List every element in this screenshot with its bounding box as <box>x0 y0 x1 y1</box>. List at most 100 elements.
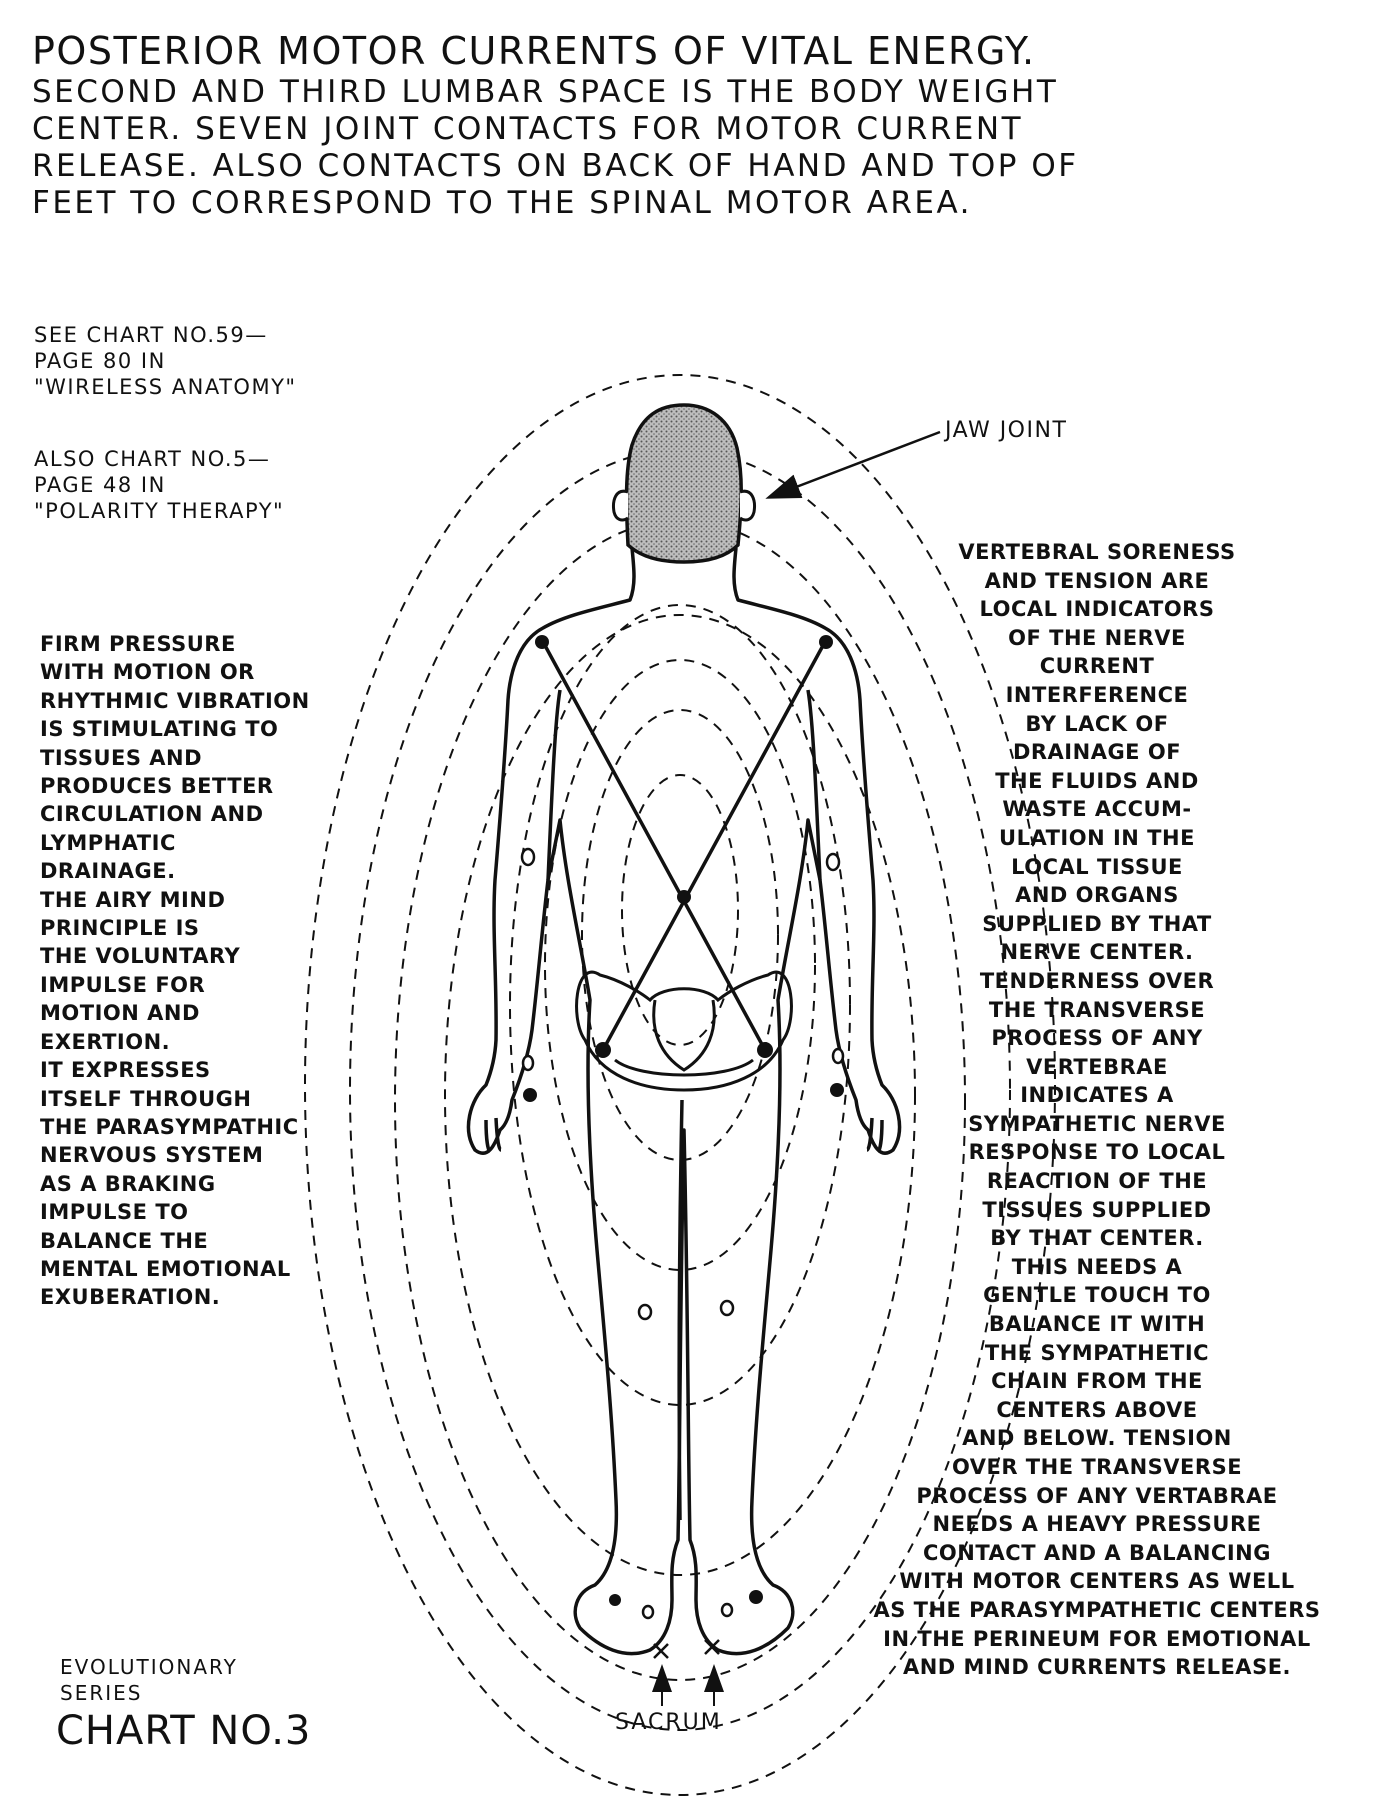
left-text-line: WITH MOTION OR <box>40 660 255 685</box>
left-ankle-point <box>641 1604 655 1620</box>
header-line-4: FEET TO CORRESPOND TO THE SPINAL MOTOR A… <box>32 185 973 221</box>
right-text-line: INDICATES A <box>1020 1083 1174 1108</box>
right-text-line: INTERFERENCE <box>1005 682 1189 707</box>
inner-field-ring <box>509 604 851 1406</box>
right-text-line: CONTACT AND A BALANCING <box>923 1540 1271 1565</box>
right-foot-contact <box>749 1590 763 1604</box>
left-text-line: EXERTION. <box>40 1029 171 1054</box>
left-shoulder-contact <box>535 635 549 649</box>
pelvis <box>575 970 793 1092</box>
right-text-line: THE FLUIDS AND <box>995 768 1199 793</box>
left-text-line: NERVOUS SYSTEM <box>40 1143 264 1168</box>
right-text-line: CENTERS ABOVE <box>996 1397 1198 1422</box>
inner-field-ring <box>544 659 816 1271</box>
sacrum-arrows <box>652 1664 724 1706</box>
right-shoulder-contact <box>819 635 833 649</box>
right-text-line: GENTLE TOUCH TO <box>983 1283 1211 1308</box>
inner-field-ring <box>621 774 739 1046</box>
right-text-line: WITH MOTOR CENTERS AS WELL <box>899 1569 1295 1594</box>
left-text-line: EXUBERATION. <box>40 1285 221 1310</box>
reference-wireless-anatomy: SEE CHART NO.59— PAGE 80 IN "WIRELESS AN… <box>34 322 297 400</box>
sacrum-bone <box>652 999 716 1072</box>
right-hand-contact <box>830 1083 844 1097</box>
left-elbow-point <box>520 847 536 867</box>
right-text-line: SUPPLIED BY THAT <box>982 911 1212 936</box>
right-elbow-point <box>825 852 841 872</box>
right-text-line: CURRENT <box>1039 654 1155 679</box>
jaw-joint-arrow <box>765 430 941 499</box>
left-text-line: MOTION AND <box>40 1001 200 1026</box>
motor-currents <box>540 639 828 1051</box>
left-text-line: DRAINAGE. <box>40 859 176 884</box>
right-text-line: TISSUES SUPPLIED <box>982 1197 1212 1222</box>
right-text-line: VERTEBRAL SORENESS <box>958 540 1236 564</box>
left-wrist-point <box>521 1054 535 1072</box>
right-text-line: IN THE PERINEUM FOR EMOTIONAL <box>883 1626 1311 1651</box>
left-text-line: RHYTHMIC VIBRATION <box>40 688 310 713</box>
reference-line: SEE CHART NO.59— <box>34 323 268 347</box>
pubic-line <box>614 1058 754 1077</box>
left-text-line: THE VOLUNTARY <box>40 944 241 969</box>
series-line: EVOLUTIONARY <box>60 1655 238 1679</box>
right-text-line: AND TENSION ARE <box>984 568 1210 593</box>
series-label: EVOLUTIONARY SERIES <box>60 1654 238 1706</box>
right-text-line: VERTEBRAE <box>1026 1054 1168 1079</box>
motor-current-line-left-to-right <box>540 639 767 1051</box>
left-finger-lines <box>484 1117 502 1154</box>
right-text-line: OVER THE TRANSVERSE <box>951 1455 1243 1479</box>
left-text-line: PRINCIPLE IS <box>40 916 200 941</box>
right-text-line: AS THE PARASYMPATHETIC CENTERS <box>873 1597 1321 1622</box>
left-armpit-line <box>546 689 562 881</box>
right-ankle-point <box>720 1602 734 1618</box>
left-hand-contact <box>523 1088 537 1102</box>
right-text-line: THIS NEEDS A <box>1011 1254 1183 1279</box>
chart-number: CHART NO.3 <box>56 1708 312 1754</box>
left-text-line: IT EXPRESSES <box>40 1058 211 1083</box>
outer-field-ring <box>304 374 1056 1796</box>
left-heel-cross <box>653 1643 669 1659</box>
left-text-line: FIRM PRESSURE <box>40 632 236 656</box>
heel-contacts <box>653 1639 720 1659</box>
right-text-line: NEEDS A HEAVY PRESSURE <box>932 1512 1262 1537</box>
left-foot-contact <box>609 1594 621 1606</box>
header-line-3: RELEASE. ALSO CONTACTS ON BACK OF HAND A… <box>32 148 1079 184</box>
reference-line: "WIRELESS ANATOMY" <box>34 375 297 399</box>
left-text-line: THE PARASYMPATHIC <box>40 1114 299 1139</box>
body-outline <box>466 547 902 1656</box>
jaw-joint-label: JAW JOINT <box>945 418 1068 443</box>
right-text-line: CHAIN FROM THE <box>991 1369 1203 1394</box>
left-text-line: BALANCE THE <box>40 1228 209 1253</box>
left-text-line: LYMPHATIC <box>40 830 176 855</box>
reference-line: ALSO CHART NO.5— <box>34 447 271 471</box>
left-ear <box>612 489 629 522</box>
right-text-line: AND MIND CURRENTS RELEASE. <box>902 1655 1292 1680</box>
right-armpit-line <box>806 689 822 881</box>
right-text-line: BALANCE IT WITH <box>988 1312 1206 1337</box>
right-text-line: THE TRANSVERSE <box>988 997 1206 1022</box>
right-text-line: PROCESS OF ANY VERTABRAE <box>916 1483 1278 1508</box>
header-line-2: CENTER. SEVEN JOINT CONTACTS FOR MOTOR C… <box>32 111 1024 147</box>
right-heel-cross <box>704 1639 720 1655</box>
right-text-line: THE SYMPATHETIC <box>984 1340 1210 1365</box>
right-text-line: RESPONSE TO LOCAL <box>968 1140 1226 1165</box>
leg-inner-line <box>677 1099 684 1521</box>
left-text-column: FIRM PRESSURE WITH MOTION OR RHYTHMIC VIBR… <box>40 630 310 1312</box>
open-contact-points <box>520 847 845 1620</box>
filled-contact-points <box>523 635 844 1606</box>
series-line: SERIES <box>60 1681 143 1705</box>
right-text-line: PROCESS OF ANY <box>991 1026 1203 1051</box>
outer-field-ring <box>444 614 916 1576</box>
pelvis-outline <box>575 970 793 1092</box>
left-text-line: IMPULSE TO <box>40 1200 189 1225</box>
left-text-line: PRODUCES BETTER <box>40 774 274 799</box>
motor-current-line-right-to-left <box>601 639 828 1051</box>
right-hip-contact <box>757 1042 773 1058</box>
left-knee-point <box>637 1303 653 1321</box>
right-text-line: SYMPATHETIC NERVE <box>968 1111 1226 1136</box>
left-text-line: AS A BRAKING <box>40 1171 216 1196</box>
reference-polarity-therapy: ALSO CHART NO.5— PAGE 48 IN "POLARITY TH… <box>34 446 284 524</box>
reference-line: "POLARITY THERAPY" <box>34 499 285 523</box>
left-text-line: ITSELF THROUGH <box>40 1086 252 1111</box>
